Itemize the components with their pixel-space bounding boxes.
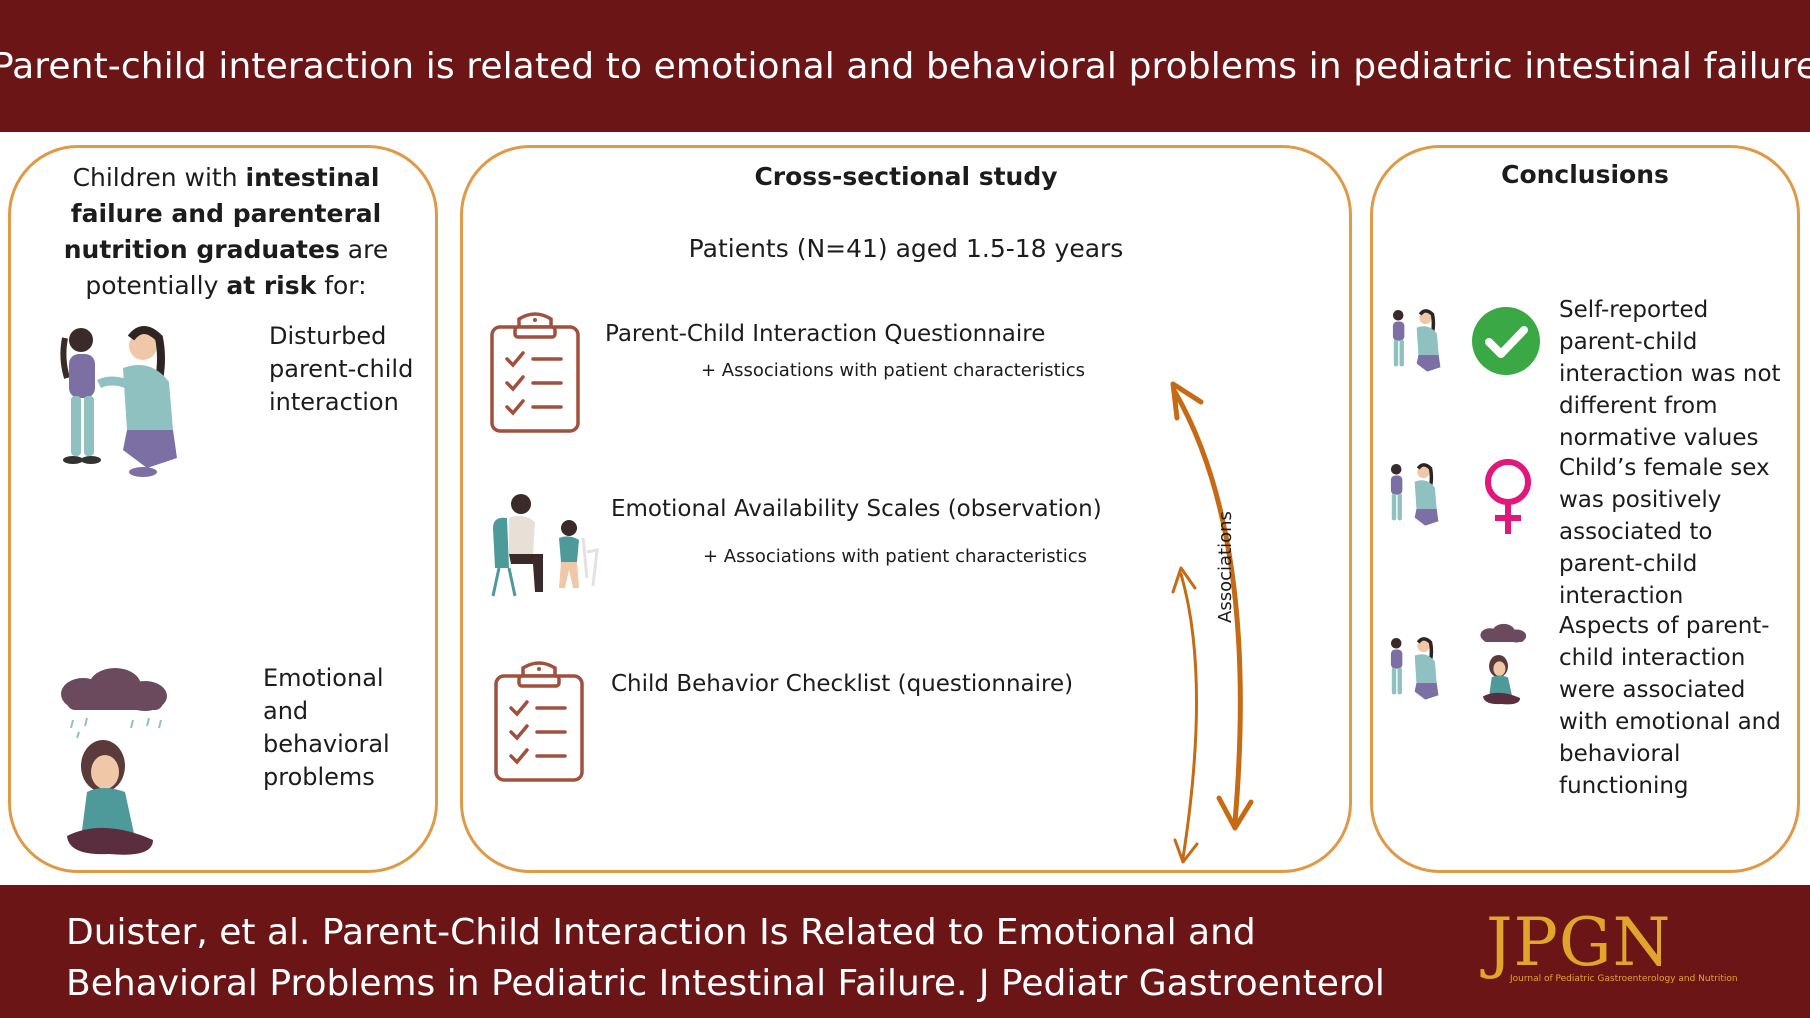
conclusions-panel: Conclusions Self-reported parent-child i… bbox=[1370, 145, 1800, 873]
patients-description: Patients (N=41) aged 1.5-18 years bbox=[688, 234, 1124, 263]
parent-child-illustration bbox=[1390, 637, 1439, 700]
logo-text: JPGN bbox=[1486, 904, 1672, 981]
clipboard-checklist-icon bbox=[494, 661, 584, 782]
intro-text-3: are potentially bbox=[85, 235, 389, 300]
conclusion-emotional-functioning: Aspects of parent-child interaction were… bbox=[1559, 613, 1781, 799]
measure-cbcl: Child Behavior Checklist (questionnaire) bbox=[611, 671, 1074, 697]
measure-eas: Emotional Availability Scales (observati… bbox=[611, 496, 1102, 522]
jpgn-logo: JPGN Journal of Pediatric Gastroenterolo… bbox=[1482, 907, 1782, 997]
measure-pciq-associations: + Associations with patient characterist… bbox=[701, 360, 1085, 381]
female-symbol-icon bbox=[1485, 459, 1531, 534]
measure-eas-associations: + Associations with patient characterist… bbox=[703, 546, 1087, 567]
associations-label: Associations bbox=[1215, 511, 1236, 623]
risk-parent-child-interaction: Disturbed parent-child interaction bbox=[269, 322, 414, 416]
parent-child-illustration bbox=[1390, 463, 1439, 526]
double-arrow-icon bbox=[1170, 381, 1254, 864]
logo-subtitle: Journal of Pediatric Gastroenterology an… bbox=[1510, 974, 1738, 984]
intro-text-2: intestinal failure and parenteral nutrit… bbox=[63, 163, 382, 264]
observation-scene-icon bbox=[491, 494, 599, 597]
study-panel: Cross-sectional study Patients (N=41) ag… bbox=[460, 145, 1352, 873]
clipboard-checklist-icon bbox=[490, 312, 580, 433]
conclusion-normative: Self-reported parent-child interaction w… bbox=[1559, 297, 1781, 451]
parent-child-illustration bbox=[60, 326, 177, 477]
citation-banner: Duister, et al. Parent-Child Interaction… bbox=[0, 885, 1810, 1018]
green-check-icon bbox=[1472, 307, 1540, 375]
intro-text-4: at risk bbox=[226, 271, 317, 300]
title-banner: Parent-child interaction is related to e… bbox=[0, 0, 1810, 132]
risk-intro: Children with intestinal failure and par… bbox=[41, 160, 411, 304]
parent-child-illustration bbox=[1392, 309, 1441, 372]
sad-child-rain-cloud-icon bbox=[1480, 623, 1527, 705]
risk-panel: Children with intestinal failure and par… bbox=[8, 145, 438, 873]
intro-text-5: for: bbox=[316, 271, 367, 300]
sad-child-rain-cloud-icon bbox=[61, 668, 167, 855]
citation-text: Duister, et al. Parent-Child Interaction… bbox=[66, 912, 1385, 1018]
conclusion-female-sex: Child’s female sex was positively associ… bbox=[1559, 455, 1770, 609]
page-title: Parent-child interaction is related to e… bbox=[0, 45, 1810, 87]
measure-pciq: Parent-Child Interaction Questionnaire bbox=[605, 321, 1046, 347]
risk-emotional-behavioral: Emotional and behavioral problems bbox=[263, 664, 390, 791]
intro-text-1: Children with bbox=[72, 163, 246, 192]
conclusions-title: Conclusions bbox=[1501, 160, 1669, 189]
study-design-title: Cross-sectional study bbox=[754, 162, 1058, 191]
